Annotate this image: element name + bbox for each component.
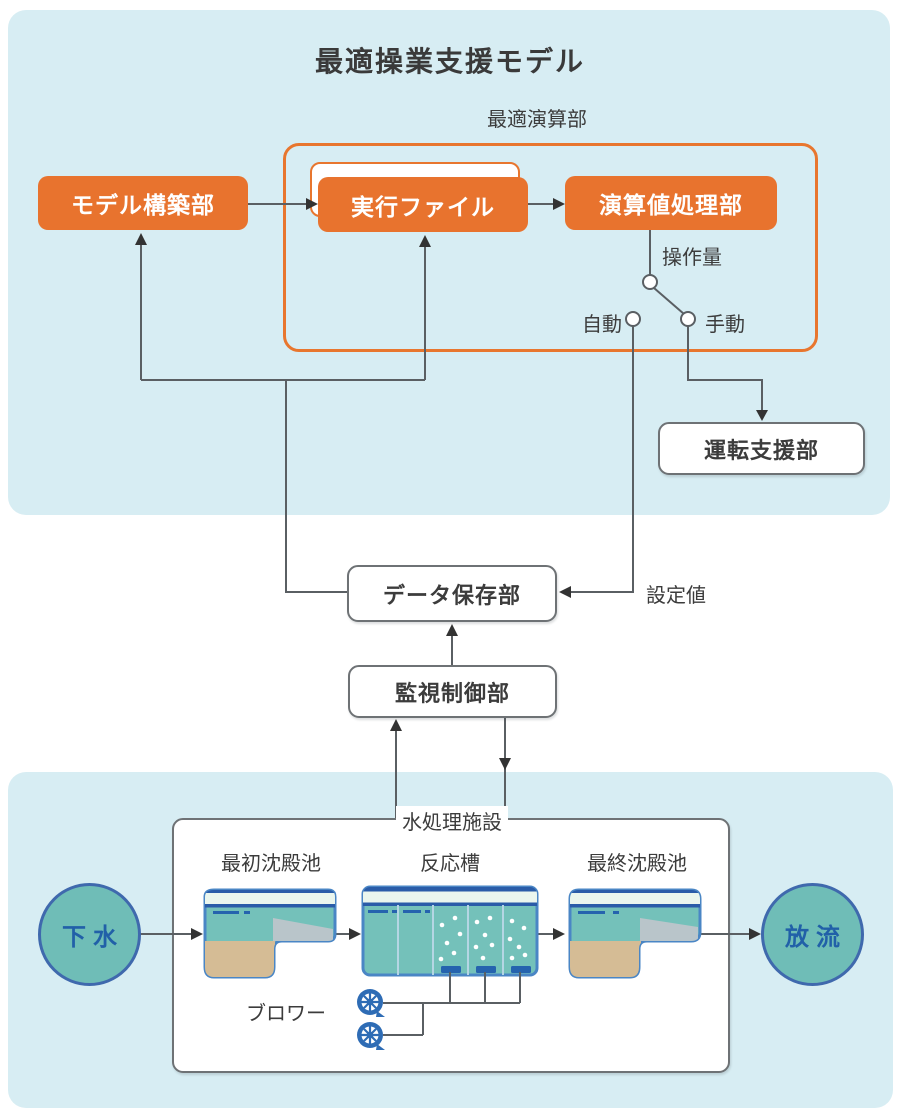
- facility-label: 水処理施設: [396, 806, 508, 835]
- reaction-tank-label: 反応槽: [420, 851, 480, 875]
- manual-mode-label: 手動: [705, 312, 745, 336]
- calc-value-processing-box: 演算値処理部: [565, 176, 777, 230]
- switch-auto-node: [625, 311, 641, 327]
- primary-tank-graphic: [203, 888, 337, 979]
- primary-tank-label: 最初沈殿池: [221, 851, 321, 875]
- manipulated-variable-label: 操作量: [662, 245, 722, 269]
- effluent-circle: 放流: [761, 883, 864, 986]
- data-storage-box: データ保存部: [347, 565, 557, 622]
- line-manual-to-support: [687, 326, 763, 410]
- switch-pivot-node: [642, 274, 658, 290]
- blower-pipes: [383, 972, 521, 1036]
- switch-lever-line: [653, 287, 685, 315]
- arrowheads: [135, 198, 768, 940]
- blower-label: ブロワー: [246, 1001, 326, 1025]
- set-value-label: 設定値: [646, 583, 706, 607]
- blower-icon-2: [357, 1022, 385, 1050]
- model-building-box: モデル構築部: [38, 176, 248, 230]
- reaction-tank-graphic: [361, 885, 539, 977]
- final-tank-graphic: [568, 888, 702, 979]
- page-title: 最適操業支援モデル: [314, 45, 585, 78]
- connector-lines: [140, 203, 763, 935]
- optimal-calc-unit-frame: [283, 143, 818, 352]
- optimal-calc-unit-label: 最適演算部: [487, 107, 587, 131]
- aeration-bubbles: [438, 915, 528, 962]
- operation-support-box: 運転支援部: [658, 422, 865, 475]
- blower-icon-1: [357, 989, 385, 1017]
- exec-file-box: 実行ファイル: [318, 177, 528, 232]
- monitoring-control-box: 監視制御部: [348, 665, 557, 718]
- influent-circle: 下水: [38, 883, 141, 986]
- mode-switch: [625, 274, 696, 327]
- switch-manual-node: [680, 311, 696, 327]
- feedback-lines: [140, 245, 426, 593]
- auto-mode-label: 自動: [582, 312, 622, 336]
- final-tank-label: 最終沈殿池: [587, 851, 687, 875]
- line-auto-to-storage: [571, 326, 634, 593]
